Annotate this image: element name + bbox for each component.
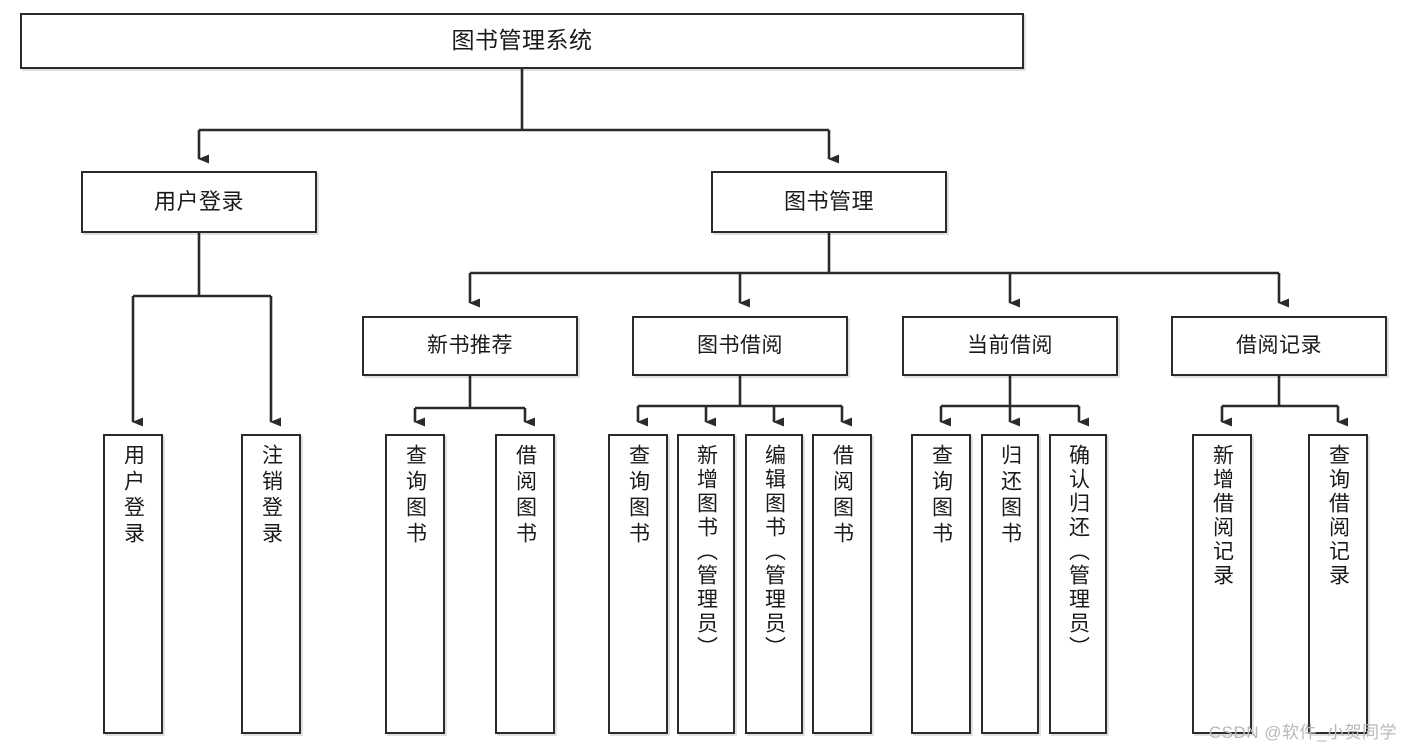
node-book-manage[interactable]: 图书管理 bbox=[711, 171, 947, 233]
node-book-manage-label: 图书管理 bbox=[783, 188, 874, 214]
leaf-add-record[interactable]: 新增借阅记录 bbox=[1192, 434, 1252, 734]
leaf-borrow-book-1-label: 借阅图书 bbox=[513, 444, 537, 548]
node-root-label: 图书管理系统 bbox=[451, 27, 593, 54]
node-root[interactable]: 图书管理系统 bbox=[20, 13, 1024, 69]
node-current-borrow-label: 当前借阅 bbox=[967, 334, 1053, 358]
node-borrow-record-label: 借阅记录 bbox=[1236, 334, 1322, 358]
leaf-add-record-label: 新增借阅记录 bbox=[1210, 444, 1234, 588]
node-new-book-rec-label: 新书推荐 bbox=[427, 334, 513, 358]
leaf-user-login[interactable]: 用户登录 bbox=[103, 434, 163, 734]
node-new-book-rec[interactable]: 新书推荐 bbox=[362, 316, 578, 376]
leaf-query-record[interactable]: 查询借阅记录 bbox=[1308, 434, 1368, 734]
leaf-add-book-label: 新增图书（管理员） bbox=[694, 444, 718, 660]
leaf-query-book-2-label: 查询图书 bbox=[626, 444, 650, 548]
leaf-logout-label: 注销登录 bbox=[259, 444, 283, 548]
leaf-return-book[interactable]: 归还图书 bbox=[981, 434, 1039, 734]
leaf-query-book-1[interactable]: 查询图书 bbox=[385, 434, 445, 734]
leaf-query-book-3-label: 查询图书 bbox=[929, 444, 953, 548]
leaf-query-book-1-label: 查询图书 bbox=[403, 444, 427, 548]
leaf-logout[interactable]: 注销登录 bbox=[241, 434, 301, 734]
node-book-borrow[interactable]: 图书借阅 bbox=[632, 316, 848, 376]
leaf-add-book[interactable]: 新增图书（管理员） bbox=[677, 434, 735, 734]
leaf-confirm-return[interactable]: 确认归还（管理员） bbox=[1049, 434, 1107, 734]
leaf-confirm-return-label: 确认归还（管理员） bbox=[1066, 444, 1090, 660]
leaf-edit-book[interactable]: 编辑图书（管理员） bbox=[745, 434, 803, 734]
node-user-login-label: 用户登录 bbox=[153, 188, 244, 214]
leaf-borrow-book-2-label: 借阅图书 bbox=[830, 444, 854, 548]
leaf-borrow-book-1[interactable]: 借阅图书 bbox=[495, 434, 555, 734]
leaf-query-record-label: 查询借阅记录 bbox=[1326, 444, 1350, 588]
leaf-borrow-book-2[interactable]: 借阅图书 bbox=[812, 434, 872, 734]
leaf-query-book-3[interactable]: 查询图书 bbox=[911, 434, 971, 734]
leaf-user-login-label: 用户登录 bbox=[121, 444, 145, 548]
watermark: CSDN @软件_小贺同学 bbox=[1208, 723, 1397, 742]
leaf-edit-book-label: 编辑图书（管理员） bbox=[762, 444, 786, 660]
node-borrow-record[interactable]: 借阅记录 bbox=[1171, 316, 1387, 376]
node-current-borrow[interactable]: 当前借阅 bbox=[902, 316, 1118, 376]
leaf-return-book-label: 归还图书 bbox=[998, 444, 1022, 548]
node-user-login[interactable]: 用户登录 bbox=[81, 171, 317, 233]
leaf-query-book-2[interactable]: 查询图书 bbox=[608, 434, 668, 734]
node-book-borrow-label: 图书借阅 bbox=[697, 334, 783, 358]
